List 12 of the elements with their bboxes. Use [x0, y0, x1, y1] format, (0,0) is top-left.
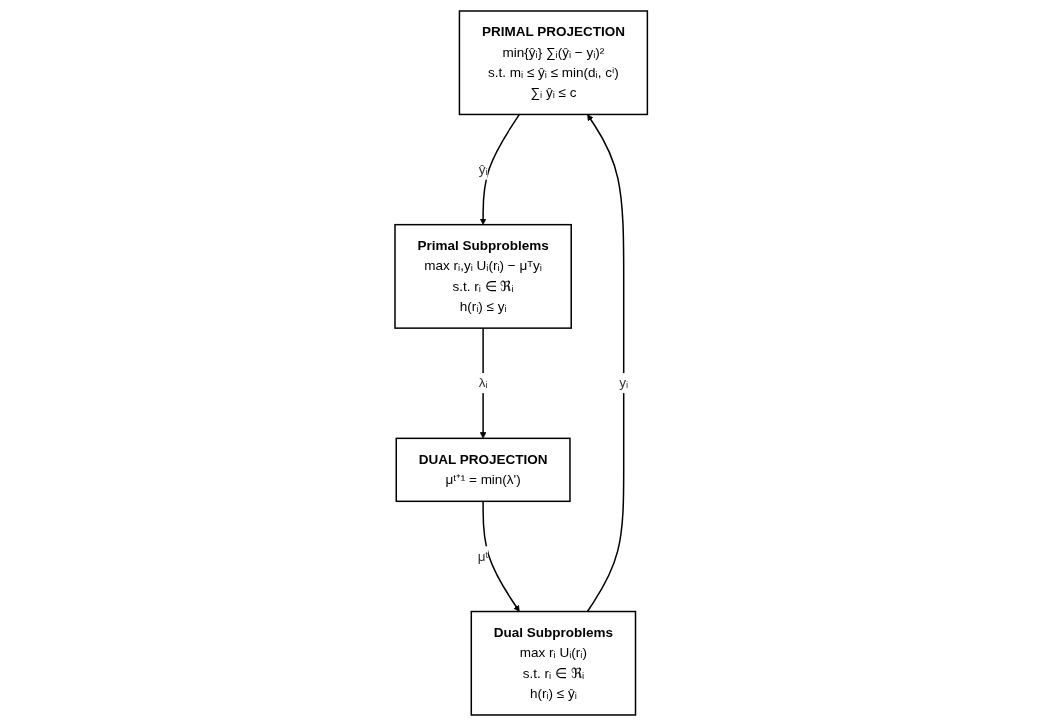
edge-label: ŷᵢ — [478, 161, 488, 177]
arrow — [479, 327, 487, 439]
arrow — [482, 500, 520, 612]
node-box: PRIMAL PROJECTION min{ŷᵢ} ∑ᵢ(ŷᵢ − yᵢ)² s.t. mᵢ ≤ ŷᵢ ≤ min(dᵢ, cⁱ) ∑ᵢ ŷᵢ ≤ c — [458, 10, 648, 116]
edge-label: λᵢ — [478, 375, 488, 391]
edge-label: yᵢ — [619, 375, 628, 391]
edge-label: μᵗ — [477, 548, 489, 564]
node-box: DUAL PROJECTION μᵗ⁺¹ = min(λ') — [395, 437, 571, 503]
node-box: Primal Subproblems max rᵢ,yᵢ Uᵢ(rᵢ) − μᵀyᵢ s.t. rᵢ ∈ ℜᵢ h(rᵢ) ≤ yᵢ — [394, 223, 572, 329]
node-box: Dual Subproblems max rᵢ Uᵢ(rᵢ) s.t. rᵢ ∈ ℜᵢ h(rᵢ) ≤ ŷᵢ — [470, 610, 637, 716]
arrow — [586, 114, 625, 613]
arrow — [479, 113, 520, 225]
